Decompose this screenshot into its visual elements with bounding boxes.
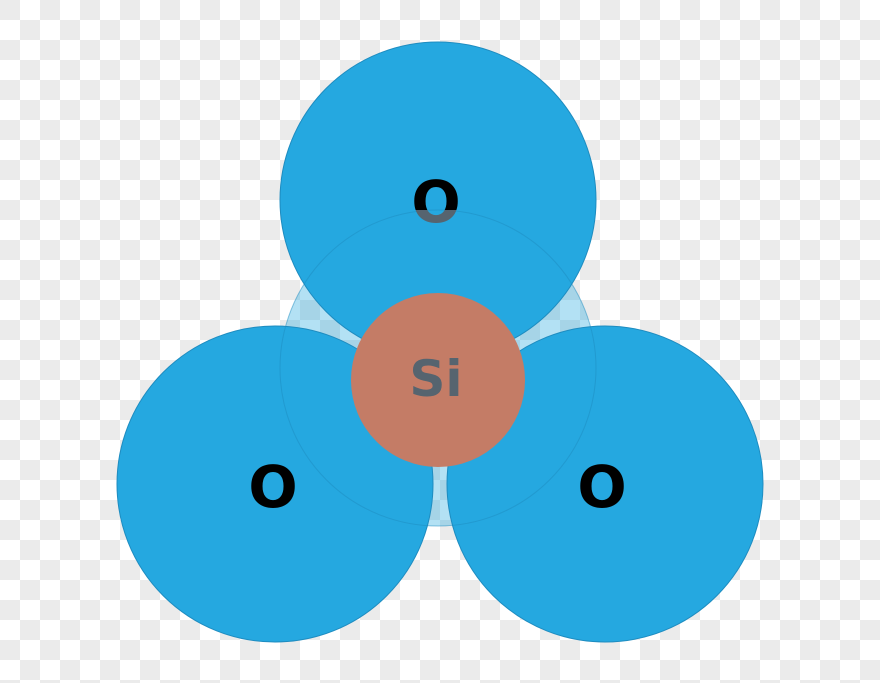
oxygen-atom-bottom-left xyxy=(116,325,434,643)
silicon-atom xyxy=(351,293,525,467)
oxygen-atom-bottom-right xyxy=(446,325,764,643)
silicon-label: Si xyxy=(409,350,462,408)
oxygen-label-bottom-right: O xyxy=(577,453,626,521)
oxygen-label-bottom-left: O xyxy=(248,453,297,521)
oxygen-label-top: O xyxy=(411,168,460,236)
back-oxygen-outline xyxy=(279,209,597,527)
